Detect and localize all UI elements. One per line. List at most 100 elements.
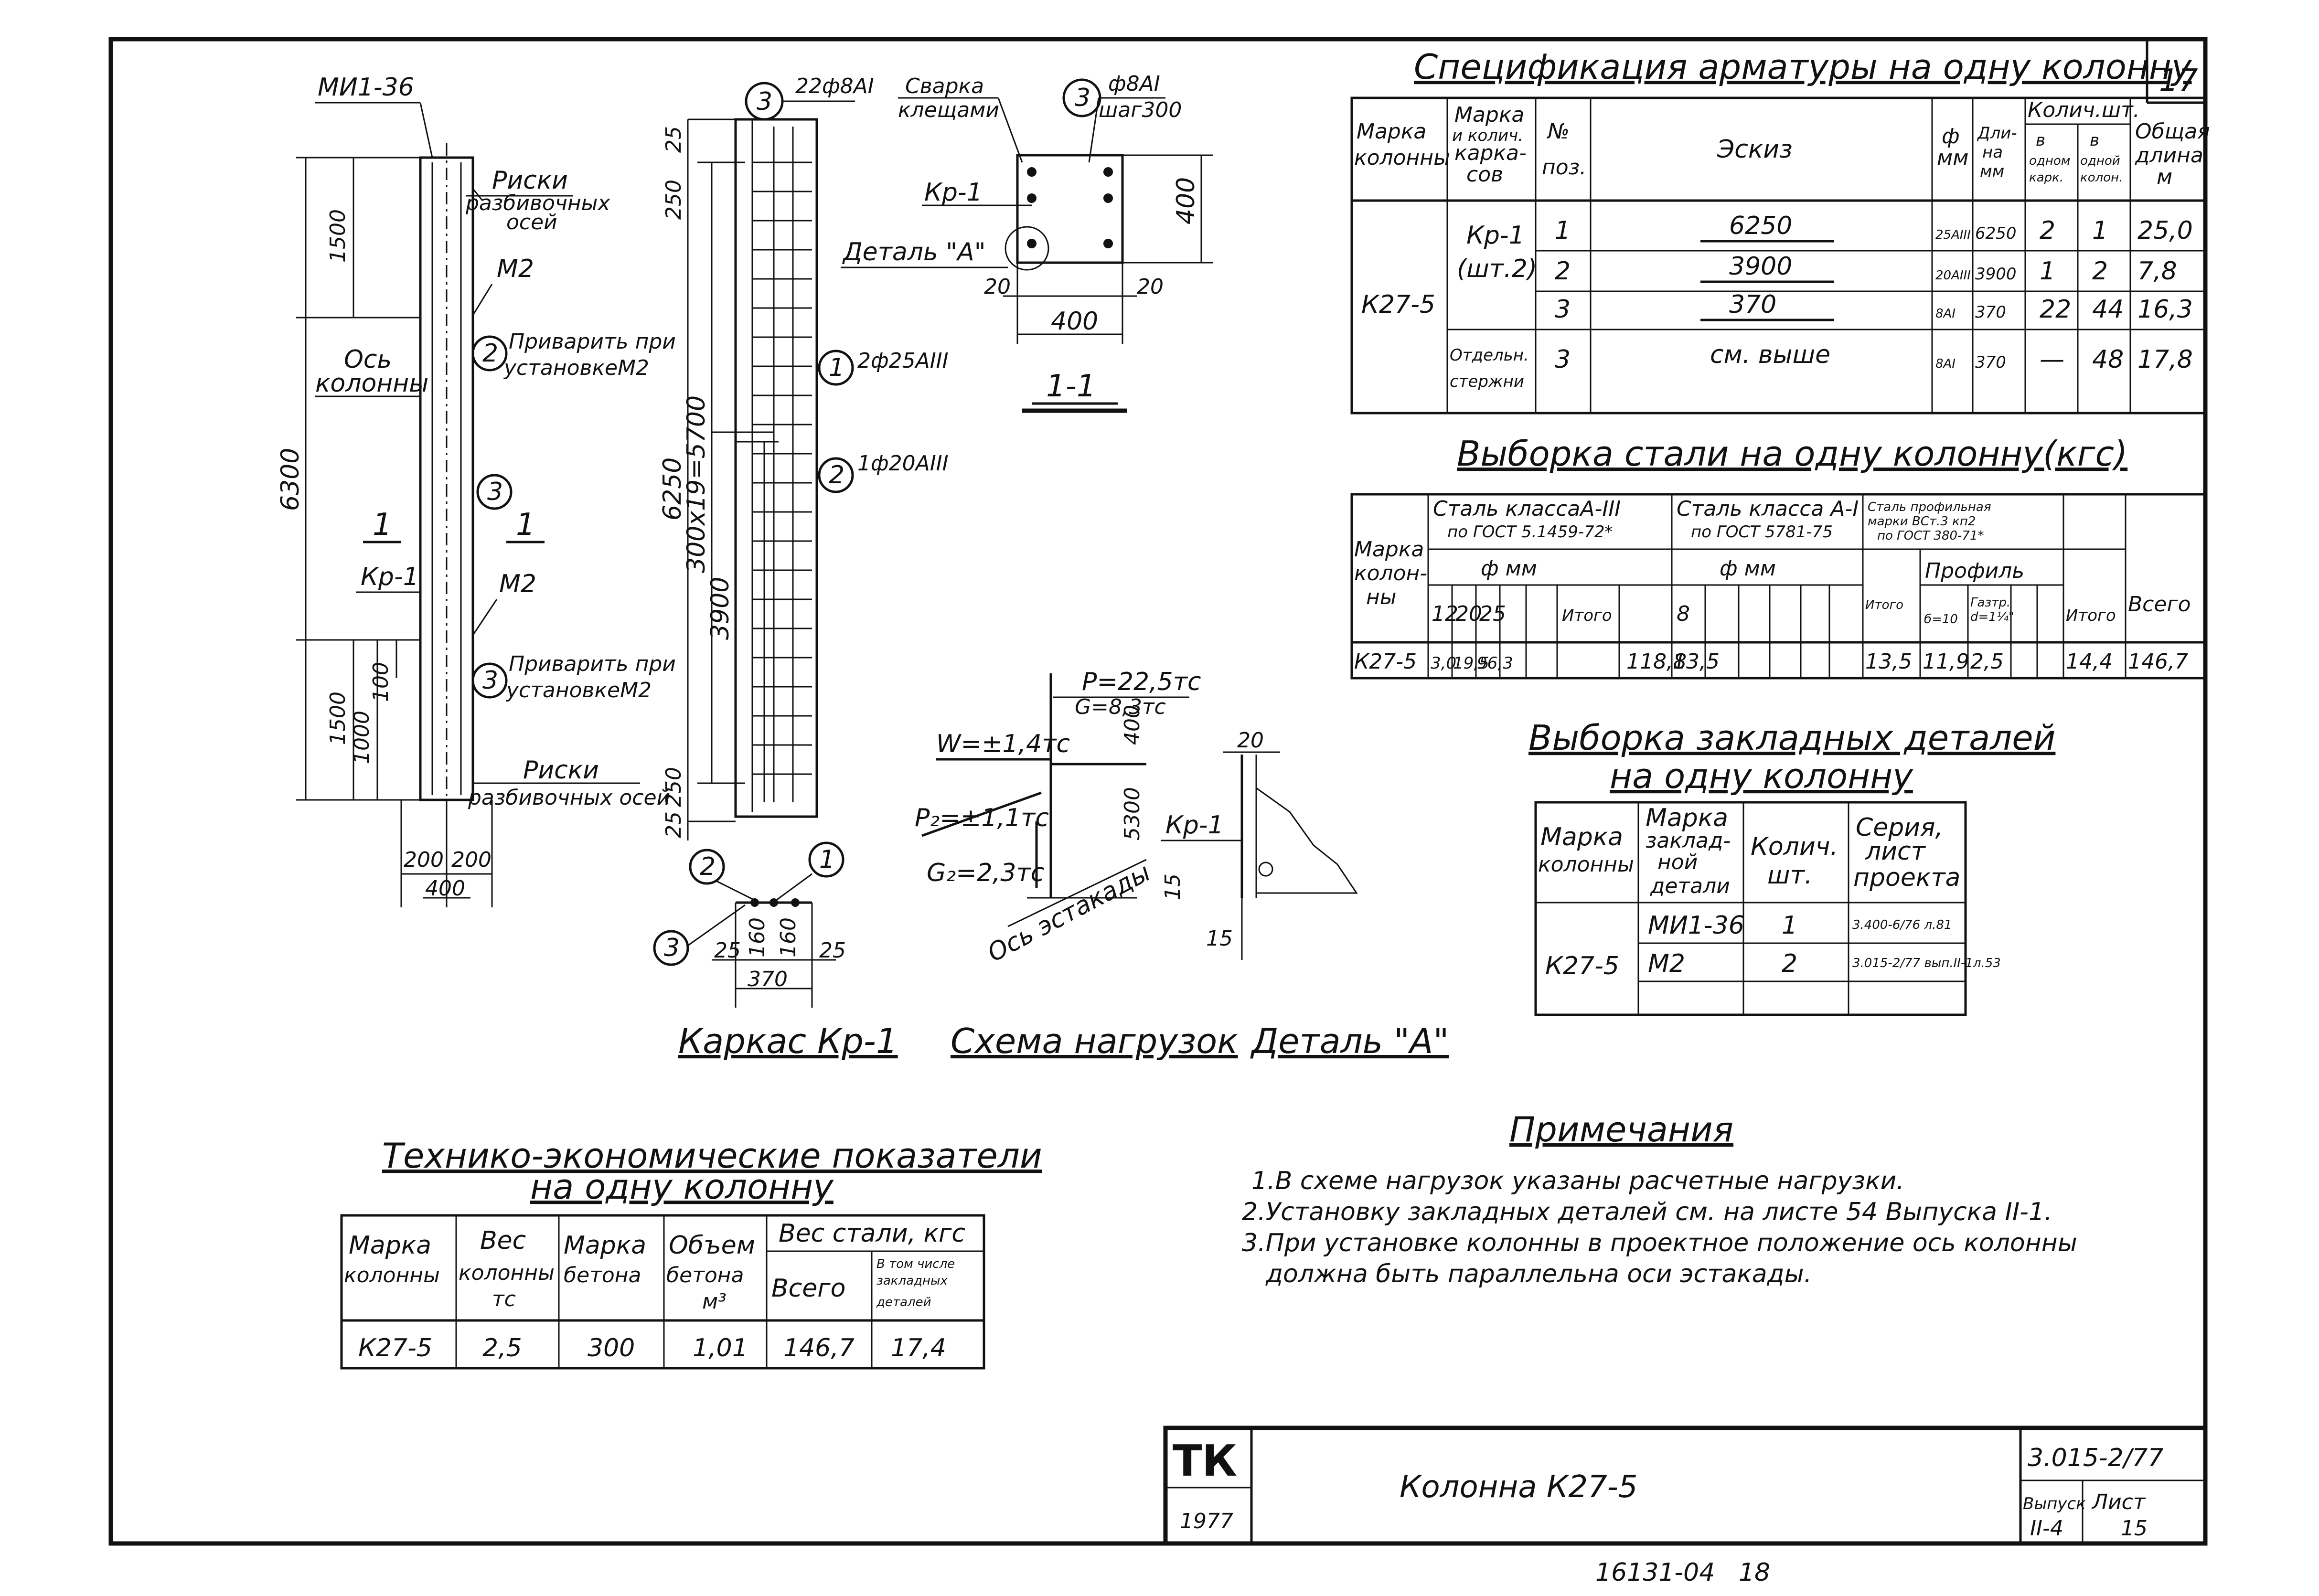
- tech-row-grade: 300: [588, 1334, 635, 1362]
- column-top-label: МИ1-36: [318, 73, 414, 102]
- svg-text:м³: м³: [702, 1289, 727, 1314]
- archive-number: 16131-04 18: [1595, 1558, 1770, 1587]
- steel-h-g3: Сталь профильная: [1868, 500, 1991, 514]
- tech-table: Технико-экономические показатели на одну…: [340, 1136, 1042, 1370]
- spec-row-dia: 8АI: [1935, 357, 1956, 371]
- load-dim-400: 400: [1120, 705, 1144, 745]
- spec-mark: К27-5: [1361, 290, 1435, 319]
- stamp-sheet: 15: [2121, 1516, 2148, 1541]
- spec-row-dia: 25АIII: [1935, 228, 1971, 242]
- embed-row-part: М2: [1648, 949, 1685, 978]
- section-detail: Деталь "А": [842, 238, 986, 266]
- load-scheme: Р=22,5тс G=8,3тс W=±1,4тс Р₂=±1,1тс G₂=2…: [915, 668, 1238, 1061]
- embed-row-qty: 2: [1782, 949, 1797, 978]
- frame-view: 25 250 6250 300x19=5700 3900 250 25 3 22…: [653, 74, 949, 1061]
- spec-row-n2: 48: [2092, 345, 2124, 374]
- spec-h-mark: Марка: [1357, 119, 1426, 144]
- svg-text:2: 2: [700, 852, 716, 881]
- notes-title: Примечания: [1509, 1109, 1733, 1149]
- axis-label: Ось: [344, 345, 392, 374]
- steel-row-itogo1: 118,8: [1626, 649, 1687, 674]
- spec-h-total: Общая: [2135, 119, 2210, 144]
- spec-row-pos: 2: [1555, 257, 1571, 286]
- svg-text:ны: ны: [1366, 585, 1397, 609]
- spec-row-total: 25,0: [2137, 216, 2193, 245]
- steel-h-profile: Профиль: [1925, 559, 2024, 583]
- steel-h-mark: Марка: [1354, 537, 1424, 562]
- load-g2: G₂=2,3тс: [927, 859, 1044, 887]
- section-kr1: Кр-1: [924, 178, 983, 207]
- section-mark-left: 1: [373, 507, 392, 543]
- svg-text:одной: одной: [2080, 154, 2120, 168]
- spec-row-sketch: 370: [1729, 290, 1776, 319]
- steel-h-12: 12: [1432, 602, 1458, 626]
- svg-text:проекта: проекта: [1853, 863, 1960, 892]
- detail-kr1: Кр-1: [1165, 811, 1224, 840]
- spec-row-pos: 1: [1555, 216, 1571, 245]
- svg-text:колонны: колонны: [1538, 852, 1634, 877]
- spec-h-sketch: Эскиз: [1717, 135, 1793, 164]
- steel-title: Выборка стали на одну колонну(кгс): [1457, 434, 2127, 474]
- section-caption: 1-1: [1046, 369, 1096, 404]
- section-mark-right: 1: [516, 507, 535, 543]
- steel-h-20: 20: [1455, 602, 1482, 626]
- spec-row-n1: 1: [2040, 257, 2055, 286]
- spec-h-frame: Марка: [1454, 103, 1524, 127]
- svg-text:закладных: закладных: [876, 1274, 948, 1288]
- spec-row-total: 7,8: [2137, 257, 2177, 286]
- svg-text:по ГОСТ 5.1459-72*: по ГОСТ 5.1459-72*: [1447, 522, 1613, 542]
- steel-h-fmm-2: ф мм: [1720, 556, 1776, 581]
- tech-h-steel-emb: В том числе: [876, 1257, 955, 1271]
- steel-h-gaz: Газтр.: [1970, 596, 2010, 610]
- svg-text:бетона: бетона: [564, 1263, 641, 1287]
- steel-row-itogo3: 14,4: [2066, 649, 2113, 674]
- svg-text:колонны: колонны: [1354, 146, 1450, 170]
- svg-text:колон-: колон-: [1354, 561, 1427, 585]
- load-p: Р=22,5тс: [1082, 668, 1201, 696]
- frame-dim-160a: 160: [745, 917, 769, 958]
- spec-h-one-col: в: [2090, 131, 2099, 150]
- title-block: ТК 1977 Колонна К27-5 3.015-2/77 Выпуск …: [1163, 1426, 2208, 1587]
- stamp-issue-label: Выпуск: [2023, 1494, 2086, 1513]
- frame-dim-3900: 3900: [706, 577, 735, 640]
- risk-label-bottom-2: разбивочных осей: [468, 786, 670, 810]
- spec-row-sketch: см. выше: [1710, 340, 1830, 369]
- logo-tk: ТК: [1173, 1436, 1237, 1486]
- spec-h-qty: Колич.шт.: [2028, 98, 2140, 122]
- frame-dim-25-top: 25: [662, 126, 686, 153]
- svg-text:лист: лист: [1865, 837, 1926, 866]
- weld-note-top-2: установкеМ2: [503, 356, 649, 380]
- tech-subtitle: на одну колонну: [530, 1167, 834, 1207]
- svg-text:марки ВСт.3 кп2: марки ВСт.3 кп2: [1868, 514, 1976, 529]
- steel-row-25: 96,3: [1477, 654, 1513, 673]
- spec-row-n2: 44: [2092, 295, 2124, 324]
- spec-row-total: 17,8: [2137, 345, 2193, 374]
- tech-row-volume: 1,01: [693, 1334, 748, 1362]
- spec-h-pos: №: [1546, 119, 1570, 144]
- tech-h-weight: Вес: [480, 1226, 526, 1255]
- svg-text:тс: тс: [492, 1287, 516, 1311]
- note-4: должна быть параллельна оси эстакады.: [1265, 1260, 1812, 1288]
- spec-row-pos: 3: [1555, 345, 1571, 374]
- spec-row-n2: 1: [2092, 216, 2108, 245]
- section-stirrup: ф8АI: [1108, 72, 1160, 96]
- svg-text:карк.: карк.: [2029, 170, 2063, 185]
- tech-title: Технико-экономические показатели: [382, 1136, 1042, 1176]
- svg-text:3: 3: [482, 666, 498, 695]
- steel-h-itogo-1: Итого: [1562, 606, 1612, 625]
- detail-dim-15: 15: [1206, 926, 1233, 951]
- stamp-series: 3.015-2/77: [2028, 1444, 2163, 1472]
- dim-400-base: 400: [425, 876, 465, 901]
- embed-table: Выборка закладных деталей на одну колонн…: [1528, 718, 2055, 1016]
- svg-text:одном: одном: [2029, 154, 2070, 168]
- steel-row-8: 13,5: [1673, 649, 1720, 674]
- dim-100: 100: [369, 662, 393, 702]
- steel-h-8: 8: [1677, 602, 1690, 626]
- detail-dim-15-side: 15: [1161, 873, 1185, 900]
- spec-table: Спецификация арматуры на одну колонну Ма…: [1350, 47, 2210, 415]
- svg-text:3: 3: [664, 934, 680, 962]
- frame-body: [734, 118, 818, 818]
- frame-dim-6250: 6250: [658, 458, 687, 521]
- frame-dim-250-top: 250: [662, 180, 686, 220]
